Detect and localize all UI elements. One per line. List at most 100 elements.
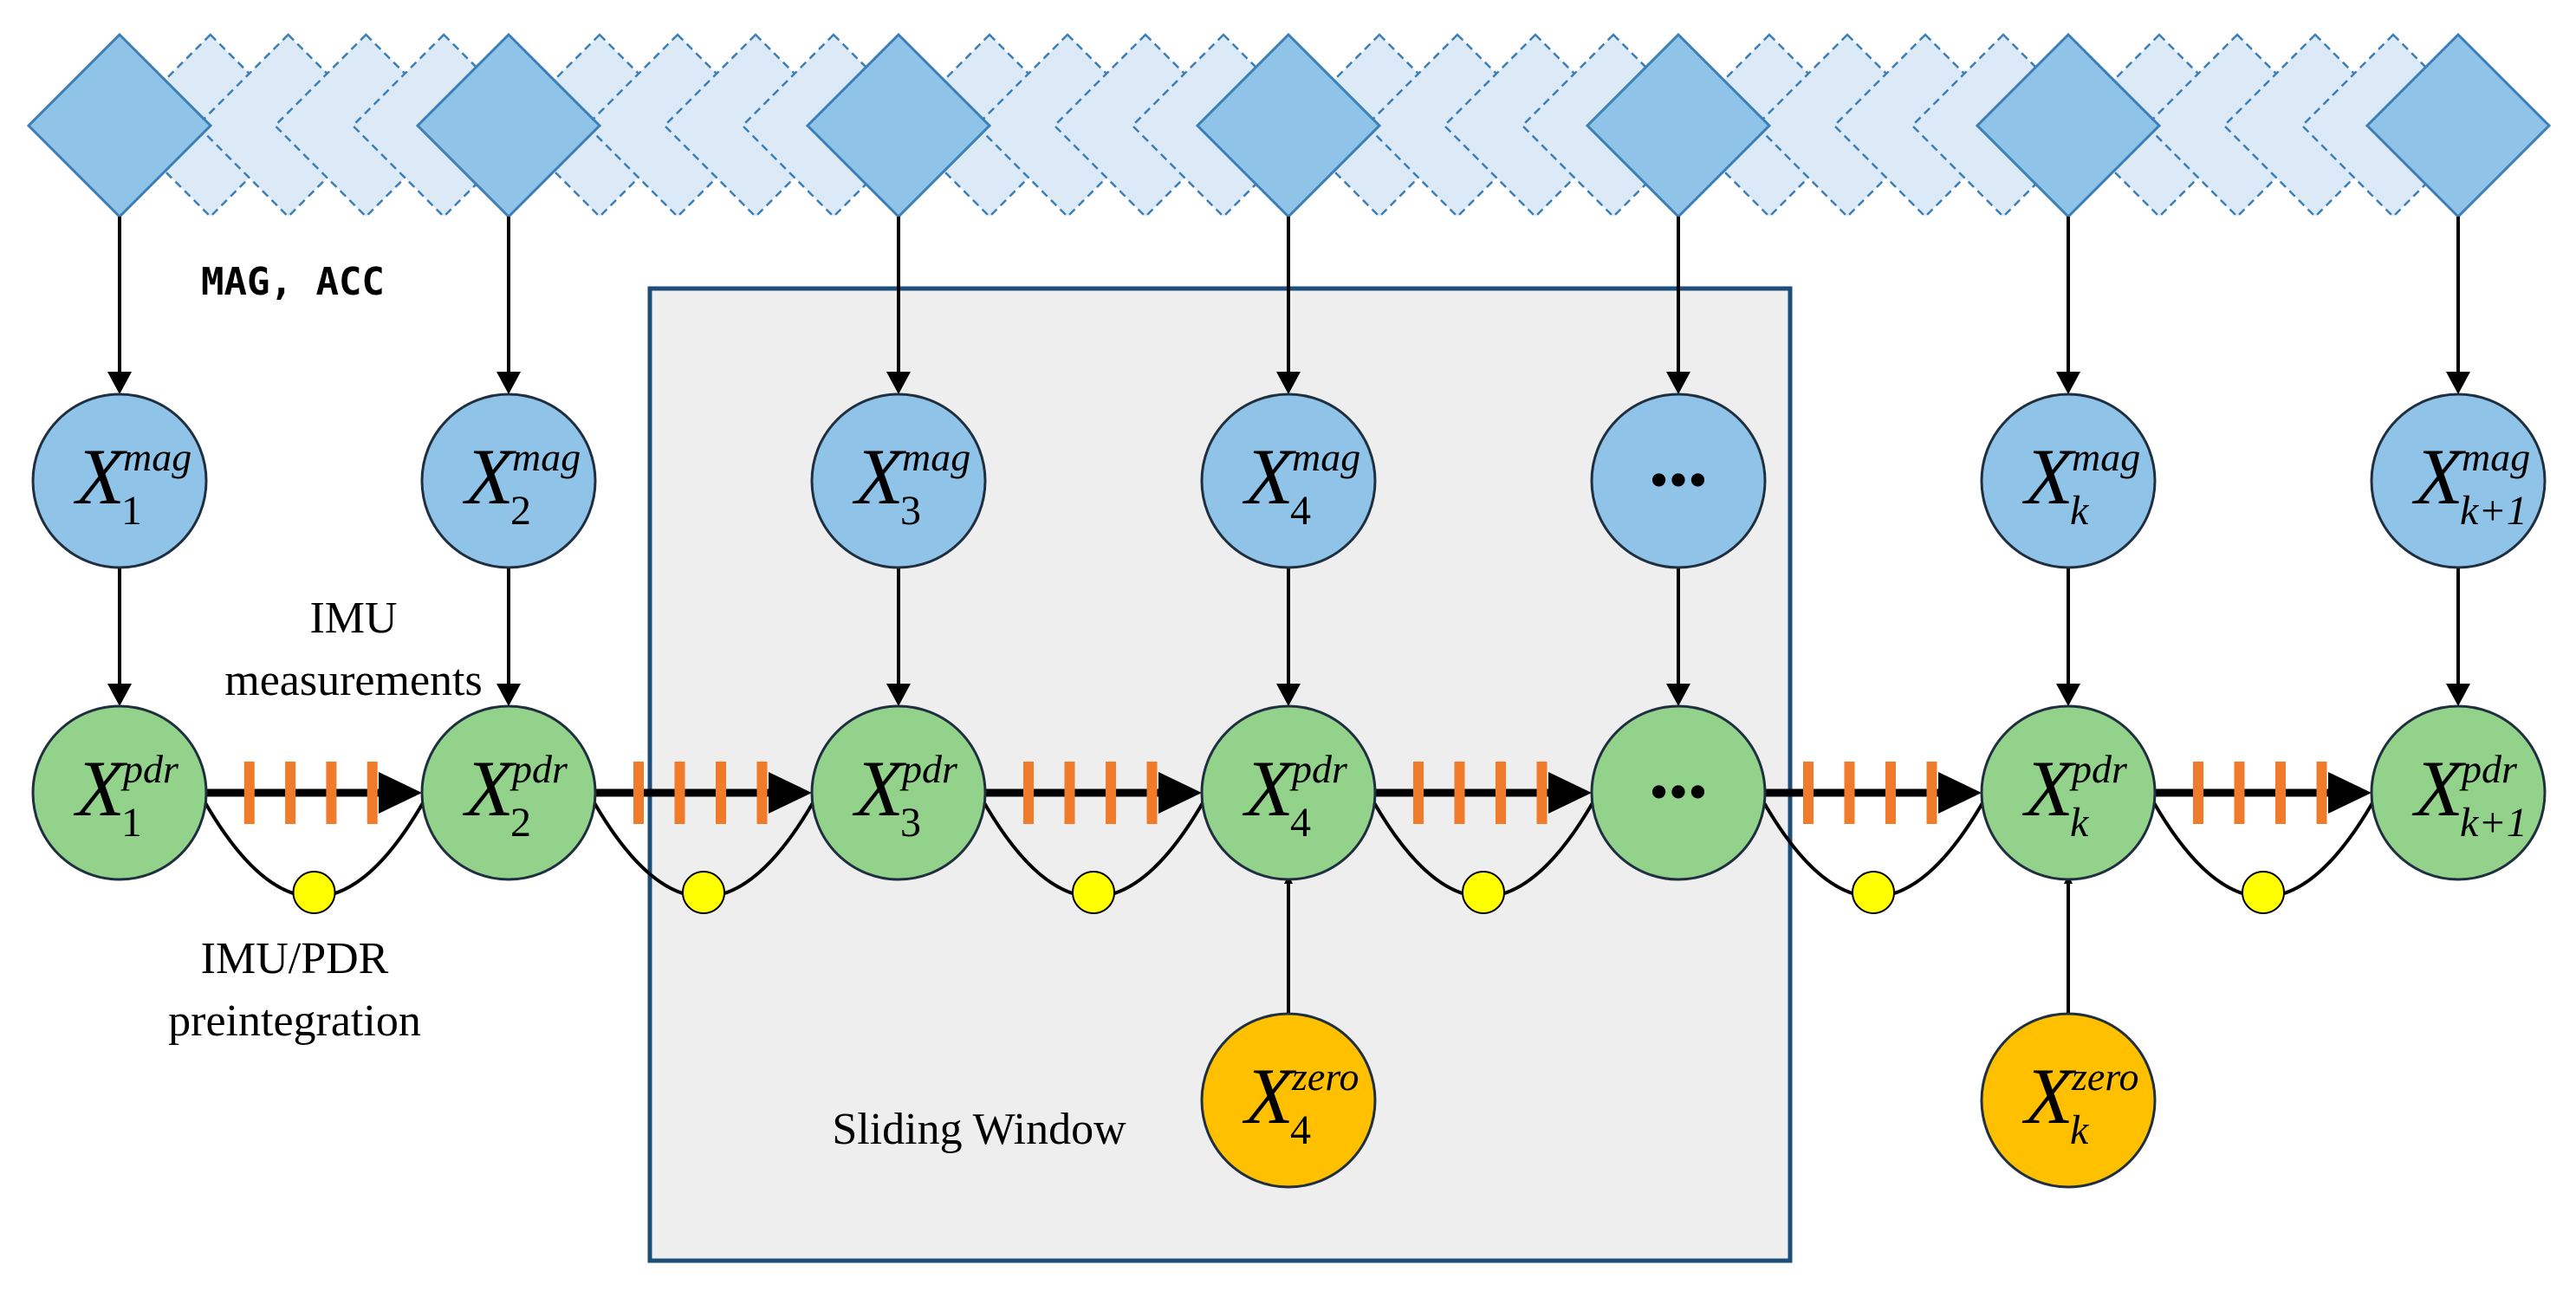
sensor-sample-strip — [26, 32, 2552, 219]
imu-measurement-tick — [2316, 762, 2327, 824]
imu-measurements-label-line2: measurements — [224, 656, 482, 705]
preintegration-factor — [292, 871, 336, 914]
pdr-sequence-arrowhead — [1158, 772, 1202, 814]
arrow-head — [2056, 684, 2080, 706]
state-subscript: 1 — [121, 800, 142, 846]
state-subscript: k — [2070, 800, 2090, 846]
arrow-head — [1276, 372, 1301, 394]
preintegration-factor — [1852, 871, 1895, 914]
pdr-ellipsis: ••• — [1649, 761, 1707, 822]
state-superscript: pdr — [2069, 747, 2128, 791]
arrow-head — [2446, 372, 2470, 394]
pdr-sequence-arrowhead — [379, 772, 422, 814]
preintegration-factor — [1462, 871, 1505, 914]
arrow-head — [107, 372, 132, 394]
imu-measurement-tick — [674, 762, 685, 824]
state-superscript: pdr — [120, 747, 179, 791]
imu-measurement-tick — [285, 762, 296, 824]
mag-state-node — [810, 392, 987, 569]
imu-measurement-tick — [2275, 762, 2286, 824]
imu-measurement-tick — [326, 762, 337, 824]
arrow-head — [2056, 372, 2080, 394]
state-subscript: 2 — [510, 800, 531, 846]
state-subscript: 3 — [900, 800, 921, 846]
state-superscript: mag — [2462, 435, 2530, 479]
state-subscript: 4 — [1290, 1107, 1311, 1153]
state-subscript: k+1 — [2460, 488, 2527, 534]
mag-state-node — [1200, 392, 1377, 569]
mag-state-node — [2370, 392, 2547, 569]
state-superscript: pdr — [899, 747, 958, 791]
state-subscript: k — [2070, 1107, 2090, 1153]
state-superscript: zero — [1291, 1054, 1359, 1099]
preintegration-factor — [682, 871, 725, 914]
imu-measurement-tick — [756, 762, 768, 824]
pdr-state-node — [1200, 704, 1377, 881]
imu-measurements-label-line1: IMU — [309, 594, 397, 643]
imu-measurement-tick — [1064, 762, 1075, 824]
state-subscript: k — [2070, 488, 2090, 534]
pdr-state-node — [810, 704, 987, 881]
state-symbol: X — [2411, 432, 2467, 521]
state-superscript: zero — [2071, 1054, 2139, 1099]
preintegration-factor — [1072, 871, 1115, 914]
state-symbol: X — [1242, 432, 1297, 521]
state-symbol: X — [2021, 744, 2077, 833]
state-symbol: X — [852, 744, 907, 833]
pdr-state-node — [420, 704, 597, 881]
arrow-head — [2446, 684, 2470, 706]
arrow-head — [886, 372, 911, 394]
state-symbol: X — [2021, 1052, 2077, 1140]
pdr-state-node — [1980, 704, 2157, 881]
zero-velocity-node — [1980, 1012, 2157, 1189]
imu-measurement-tick — [1496, 762, 1506, 824]
preintegration-factor — [2242, 871, 2285, 914]
imu-measurement-tick — [1413, 762, 1424, 824]
sensor-label: MAG, ACC — [201, 260, 385, 304]
state-superscript: mag — [902, 435, 970, 479]
pdr-sequence-arrowhead — [1548, 772, 1592, 814]
state-superscript: pdr — [1289, 747, 1348, 791]
mag-state-node — [420, 392, 597, 569]
imu-measurement-tick — [1454, 762, 1465, 824]
state-symbol: X — [73, 744, 128, 833]
sliding-window-label: Sliding Window — [832, 1105, 1126, 1154]
state-symbol: X — [73, 432, 128, 521]
imu-measurement-tick — [633, 762, 644, 824]
state-superscript: mag — [1292, 435, 1360, 479]
mag-state-node — [1590, 392, 1767, 569]
preintegration-label-line2: preintegration — [168, 996, 421, 1046]
pdr-sequence-arrowhead — [2328, 772, 2372, 814]
state-subscript: 3 — [900, 488, 921, 534]
state-symbol: X — [2411, 744, 2467, 833]
state-superscript: pdr — [509, 747, 568, 791]
mag-state-node — [1980, 392, 2157, 569]
state-subscript: 1 — [121, 488, 142, 534]
arrow-head — [1276, 684, 1301, 706]
imu-measurement-tick — [1885, 762, 1896, 824]
edge-layer — [107, 217, 2470, 1014]
state-symbol: X — [1242, 744, 1297, 833]
pdr-sequence-arrowhead — [1938, 772, 1982, 814]
imu-measurement-tick — [1023, 762, 1034, 824]
state-superscript: mag — [123, 435, 191, 479]
imu-measurement-tick — [2234, 762, 2245, 824]
mag-state-node — [31, 392, 208, 569]
state-symbol: X — [462, 432, 517, 521]
pdr-state-node — [2370, 704, 2547, 881]
state-subscript: 2 — [510, 488, 531, 534]
arrow-head — [1666, 372, 1690, 394]
imu-measurement-tick — [716, 762, 726, 824]
arrow-head — [496, 372, 521, 394]
mag-ellipsis: ••• — [1649, 449, 1707, 510]
arrow-head — [886, 684, 911, 706]
